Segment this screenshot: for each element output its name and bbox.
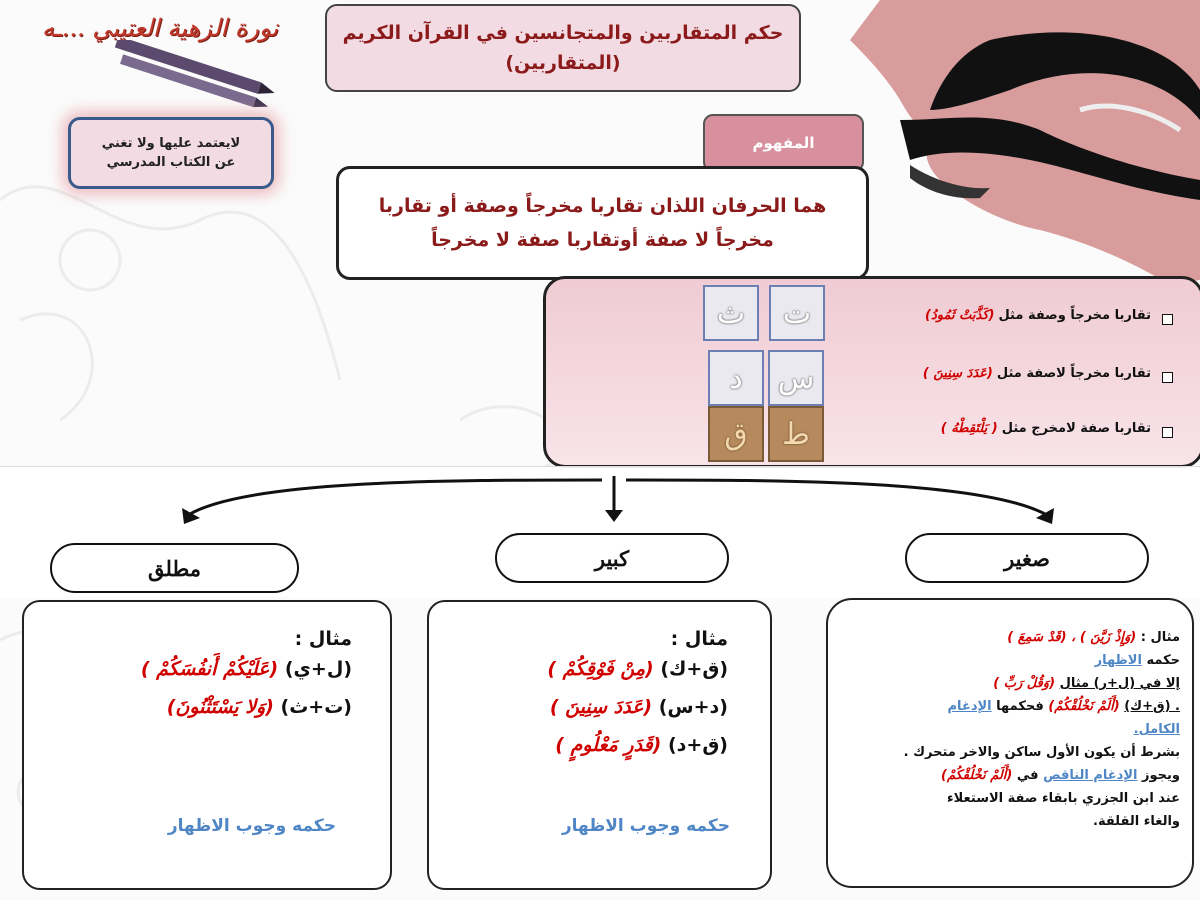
example-line: (ق+ك) (مِنْ فَوْقِكُمْ )	[547, 650, 728, 688]
definition-line-1: هما الحرفان اللذان تقاربا مخرجاً وصفة أو…	[378, 195, 827, 217]
exception-text: إلا في (ل+ر) مثال	[1059, 676, 1180, 691]
absolute-panel: مثال : (ل+ي) (عَلَيْكُمْ أَنفُسَكُمْ ) (…	[22, 600, 392, 890]
checkbox-icon	[1162, 372, 1173, 383]
type-text: تقاربا مخرجاً وصفة مثل	[998, 308, 1151, 323]
type-row-1: تقاربا مخرجاً وصفة مثل (كَذَّبَتْ ثَمُود…	[921, 308, 1151, 323]
small-panel: مثال : (وَإِذْ زَيَّنَ ) ، (قَدْ سَمِعَ …	[826, 598, 1194, 888]
letter-pair: . (ق+ك)	[1124, 699, 1180, 714]
small-line-6: بشرط أن يكون الأول ساكن والاخر متحرك .	[903, 745, 1180, 760]
disclaimer-line-2: عن الكتاب المدرسي	[106, 155, 236, 170]
ruling-link: الاظهار	[1094, 653, 1142, 668]
letter-tile: ت	[769, 285, 825, 341]
small-content: مثال : (وَإِذْ زَيَّنَ ) ، (قَدْ سَمِعَ …	[904, 626, 1180, 833]
type-text: تقاربا صفة لامخرج مثل	[1001, 421, 1151, 436]
quran-example: (أَلَمْ نَخْلُقْكُمْ)	[941, 768, 1013, 783]
ruling-label: ويجوز	[1142, 768, 1180, 783]
ruling-label: فحكمها	[996, 699, 1044, 714]
letter-tile: ث	[703, 285, 759, 341]
category-absolute-label: مطلق	[148, 555, 201, 581]
example-line: (ل+ي) (عَلَيْكُمْ أَنفُسَكُمْ )	[141, 650, 352, 688]
page-title: حكم المتقاربين والمتجانسين في القرآن الك…	[325, 4, 801, 92]
ruling-label: في	[1016, 768, 1039, 783]
ruling-text: حكمه وجوب الاظهار	[561, 816, 730, 836]
concept-tab-label: المفهوم	[752, 134, 815, 152]
small-line-3: إلا في (ل+ر) مثال (وَقُلْ رَبِّ )	[904, 672, 1180, 695]
quran-example: (عَدَدَ سِنِينَ )	[549, 696, 653, 718]
example-label: مثال :	[1140, 630, 1180, 645]
absolute-content: مثال : (ل+ي) (عَلَيْكُمْ أَنفُسَكُمْ ) (…	[141, 628, 352, 726]
type-example: (كَذَّبَتْ ثَمُودُ)	[925, 308, 995, 323]
letter-pair: (ق+د)	[667, 734, 728, 756]
types-box: تقاربا مخرجاً وصفة مثل (كَذَّبَتْ ثَمُود…	[543, 276, 1200, 468]
letter-tile: ق	[708, 406, 764, 462]
concept-tab: المفهوم	[703, 114, 864, 172]
small-line-5: الكامل.	[904, 718, 1180, 741]
large-content: مثال : (ق+ك) (مِنْ فَوْقِكُمْ ) (د+س) (ع…	[547, 628, 728, 764]
quran-example: (وَقُلْ رَبِّ )	[993, 676, 1056, 691]
mouth-illustration	[850, 0, 1200, 285]
disclaimer-note: لايعتمد عليها ولا تغني عن الكتاب المدرسي	[68, 117, 274, 189]
type-example: (عَدَدَ سِنِينَ )	[922, 366, 993, 381]
example-line: (د+س) (عَدَدَ سِنِينَ )	[547, 688, 728, 726]
quran-example: (أَلَمْ نَخْلُقْكُمْ)	[1048, 699, 1120, 714]
tree-connectors	[182, 476, 1054, 524]
ruling-link: الكامل.	[1133, 722, 1180, 737]
disclaimer-line-1: لايعتمد عليها ولا تغني	[101, 136, 241, 151]
letter-pair: (ت+ث)	[280, 696, 352, 718]
small-line-7: ويجوز الإدغام الناقص في (أَلَمْ نَخْلُقْ…	[904, 764, 1180, 787]
category-small: صغير	[905, 533, 1149, 583]
example-label: مثال :	[294, 628, 352, 650]
title-line-1: حكم المتقاربين والمتجانسين في القرآن الك…	[342, 22, 784, 44]
quran-example: (وَإِذْ زَيَّنَ ) ، (قَدْ سَمِعَ )	[1007, 630, 1137, 645]
example-label: مثال :	[670, 628, 728, 650]
letter-tile: س	[768, 350, 824, 406]
small-line-4: . (ق+ك) (أَلَمْ نَخْلُقْكُمْ) فحكمها الإ…	[904, 695, 1180, 718]
category-large: كبير	[495, 533, 729, 583]
definition-line-2: مخرجاً لا صفة أوتقاربا صفة لا مخرجاً	[431, 229, 774, 251]
category-small-label: صغير	[1004, 545, 1050, 571]
type-row-3: تقاربا صفة لامخرج مثل ( يَلْتَقِطْهُ )	[937, 421, 1151, 436]
letter-tile: ط	[768, 406, 824, 462]
category-large-label: كبير	[594, 545, 630, 571]
quran-example: (عَلَيْكُمْ أَنفُسَكُمْ )	[140, 658, 279, 680]
pen-icon	[114, 40, 275, 108]
letter-tile: د	[708, 350, 764, 406]
title-line-2: (المتقاربين)	[505, 52, 621, 74]
small-line-8: عند ابن الجزري بابقاء صفة الاستعلاء	[947, 791, 1180, 806]
quran-example: (مِنْ فَوْقِكُمْ )	[547, 658, 654, 680]
ruling-link: الإدغام الناقص	[1043, 768, 1138, 783]
ruling-text: حكمه وجوب الاظهار	[167, 816, 336, 836]
large-panel: مثال : (ق+ك) (مِنْ فَوْقِكُمْ ) (د+س) (ع…	[427, 600, 772, 890]
small-line-2: حكمه الاظهار	[904, 649, 1180, 672]
ruling-label: حكمه	[1146, 653, 1180, 668]
ruling-link: الإدغام	[947, 699, 992, 714]
letter-pair: (ق+ك)	[660, 658, 728, 680]
quran-example: (وَلا يَسْتَثْنُونَ)	[166, 696, 274, 718]
type-example: ( يَلْتَقِطْهُ )	[940, 421, 998, 436]
small-line-9: والغاء القلقة.	[1093, 814, 1180, 829]
checkbox-icon	[1162, 427, 1173, 438]
example-line: (ق+د) (قَدَرٍ مَعْلُومٍ )	[547, 726, 728, 764]
small-line-1: مثال : (وَإِذْ زَيَّنَ ) ، (قَدْ سَمِعَ …	[904, 626, 1180, 649]
checkbox-icon	[1162, 314, 1173, 325]
quran-example: (قَدَرٍ مَعْلُومٍ )	[555, 734, 662, 756]
author-logo: نورة الزهية العتيبي ...ـه	[41, 14, 279, 42]
type-row-2: تقاربا مخرجاً لاصفة مثل (عَدَدَ سِنِينَ …	[919, 366, 1151, 381]
example-line: (ت+ث) (وَلا يَسْتَثْنُونَ)	[141, 688, 352, 726]
category-absolute: مطلق	[50, 543, 299, 593]
letter-pair: (ل+ي)	[284, 658, 352, 680]
type-text: تقاربا مخرجاً لاصفة مثل	[996, 366, 1151, 381]
letter-pair: (د+س)	[658, 696, 728, 718]
definition-box: هما الحرفان اللذان تقاربا مخرجاً وصفة أو…	[336, 166, 869, 280]
